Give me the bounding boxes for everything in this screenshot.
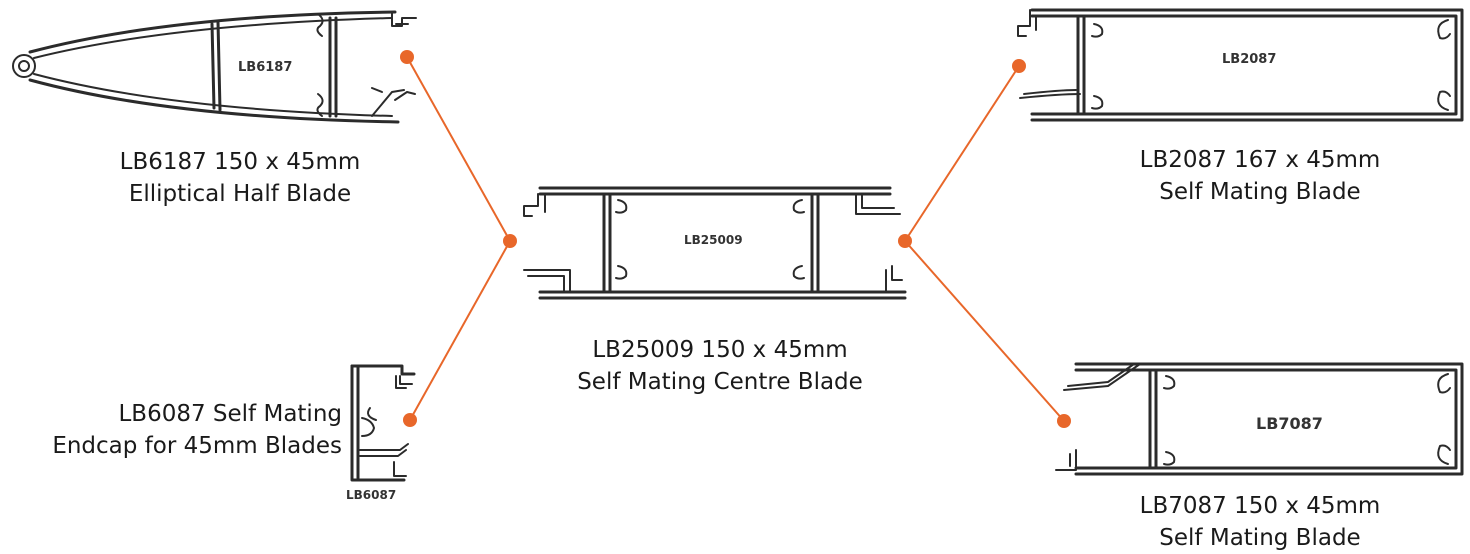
connector-lb25009-to-lb7087 <box>904 240 1065 422</box>
lb6087-profile-drawing <box>350 364 416 482</box>
lb2087-caption-line2: Self Mating Blade <box>1159 179 1361 205</box>
orange-dot-icon <box>1057 414 1071 428</box>
lb25009-profile-drawing <box>523 186 907 300</box>
orange-dot-icon <box>403 413 417 427</box>
lb6087-code-label: LB6087 <box>346 488 397 502</box>
connector-lb6187-to-lb25009 <box>406 56 511 242</box>
lb6087-caption-line1: LB6087 Self Mating <box>118 401 342 427</box>
connector-lb25009-to-lb2087 <box>904 65 1020 242</box>
orange-dot-icon <box>898 234 912 248</box>
orange-dot-icon <box>1012 59 1026 73</box>
lb6187-code-label: LB6187 <box>238 60 293 75</box>
lb7087-caption-line1: LB7087 150 x 45mm <box>1139 493 1381 519</box>
lb7087-profile-drawing <box>1055 362 1464 476</box>
lb7087-caption-line2: Self Mating Blade <box>1159 525 1361 551</box>
lb2087-code-label: LB2087 <box>1222 52 1277 67</box>
connector-lb6087-to-lb25009 <box>409 240 511 421</box>
lb2087-caption-line1: LB2087 167 x 45mm <box>1139 147 1381 173</box>
lb2087-profile-drawing <box>1017 8 1464 122</box>
lb7087-code-label: LB7087 <box>1256 414 1323 433</box>
lb6187-caption-line1: LB6187 150 x 45mm <box>119 149 361 175</box>
orange-dot-icon <box>503 234 517 248</box>
lb25009-caption-line1: LB25009 150 x 45mm <box>592 337 848 363</box>
connector-lines <box>406 56 1065 422</box>
lb25009-caption-line2: Self Mating Centre Blade <box>577 369 863 395</box>
lb6087-caption-line2: Endcap for 45mm Blades <box>52 433 342 459</box>
lb25009-code-label: LB25009 <box>684 233 743 247</box>
connector-dots <box>400 50 1071 428</box>
lb25009-caption: LB25009 150 x 45mm Self Mating Centre Bl… <box>560 334 880 398</box>
lb2087-caption: LB2087 167 x 45mm Self Mating Blade <box>1120 144 1400 208</box>
lb6187-caption: LB6187 150 x 45mm Elliptical Half Blade <box>90 146 390 210</box>
lb6087-caption: LB6087 Self Mating Endcap for 45mm Blade… <box>20 398 342 462</box>
lb6187-profile-drawing <box>12 10 417 124</box>
lb7087-caption: LB7087 150 x 45mm Self Mating Blade <box>1120 490 1400 554</box>
lb6187-caption-line2: Elliptical Half Blade <box>128 181 352 207</box>
orange-dot-icon <box>400 50 414 64</box>
